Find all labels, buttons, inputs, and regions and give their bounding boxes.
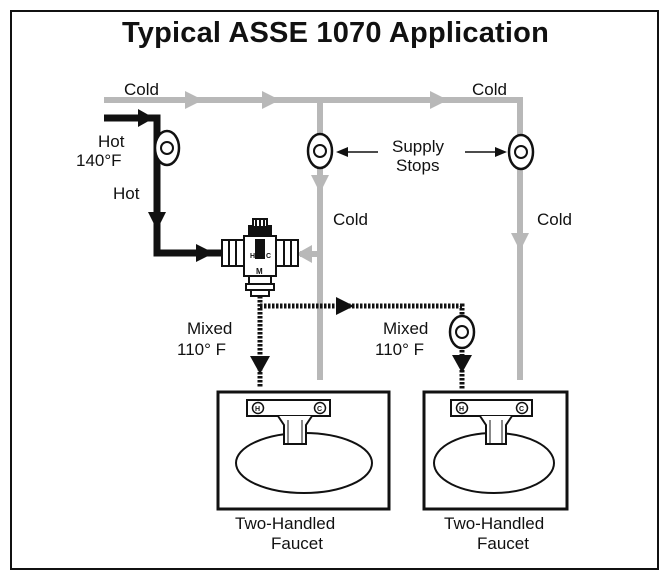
label-cold-middle: Cold	[333, 210, 368, 229]
label-hot-in-2: 140°F	[76, 151, 122, 170]
mixed-across	[260, 303, 465, 318]
label-mixed-right-2: 110° F	[375, 340, 424, 359]
valve-icon-supply-stop-right	[507, 133, 535, 171]
valve-icon-hot-stop	[153, 129, 181, 167]
label-faucet-right-2: Faucet	[477, 534, 529, 553]
mixed-arrow-down-right	[452, 355, 472, 373]
label-supply-stops-2: Stops	[396, 156, 439, 175]
label-faucet-right-1: Two-Handled	[444, 514, 544, 533]
cold-arrow-1	[185, 91, 203, 109]
label-cold-top-right: Cold	[472, 80, 507, 99]
hot-arrow-in	[138, 109, 154, 127]
valve-port-h: H	[250, 253, 255, 260]
supply-stops-pointers	[336, 147, 507, 157]
label-mixed-left-1: Mixed	[187, 319, 232, 338]
sink-left-handle-h: H	[255, 406, 260, 413]
label-hot-riser: Hot	[113, 184, 140, 203]
cold-arrow-2	[262, 91, 280, 109]
sink-right-handle-c: C	[519, 406, 524, 413]
label-cold-right: Cold	[537, 210, 572, 229]
mixed-arrow-right	[336, 297, 354, 315]
sink-right-handle-h: H	[459, 406, 464, 413]
label-faucet-left-1: Two-Handled	[235, 514, 335, 533]
cold-arrow-down-right	[511, 233, 529, 251]
sink-right-icon	[422, 390, 569, 511]
valve-port-c: C	[266, 253, 271, 260]
sink-left-icon	[216, 390, 391, 511]
label-supply-stops-1: Supply	[392, 137, 444, 156]
diagram-title: Typical ASSE 1070 Application	[122, 17, 549, 49]
hot-arrow-right	[196, 244, 214, 262]
hot-arrow-down	[148, 212, 166, 230]
label-faucet-left-2: Faucet	[271, 534, 323, 553]
hot-flow-arrows	[138, 109, 214, 262]
mixing-valve-icon	[221, 218, 299, 297]
valve-icon-supply-stop-middle	[306, 132, 334, 170]
label-mixed-right-1: Mixed	[383, 319, 428, 338]
mixing-valve-port-labels: H C M	[250, 253, 271, 276]
cold-arrow-down-middle	[311, 175, 329, 193]
label-mixed-left-2: 110° F	[177, 340, 226, 359]
hot-water-pipe	[104, 114, 222, 257]
diagram-labels: Cold Cold Hot 140°F Hot Supply Stops Col…	[76, 80, 572, 553]
label-hot-in-1: Hot	[98, 132, 125, 151]
label-cold-top-left: Cold	[124, 80, 159, 99]
mixed-arrow-down-left	[250, 356, 270, 374]
cold-main-line	[104, 97, 523, 380]
mixed-flow-arrows	[250, 297, 472, 374]
plumbing-diagram: H C M H C H C Cold Cold Hot 140°F Hot Su…	[76, 80, 572, 553]
cold-flow-arrows	[185, 91, 529, 263]
cold-arrow-3	[430, 91, 448, 109]
cold-arrow-into-valve	[296, 245, 312, 263]
sink-left-handle-c: C	[317, 406, 322, 413]
valve-icon-mixed-stop	[448, 314, 476, 350]
valve-port-m: M	[256, 267, 263, 276]
mixed-water-pipes	[257, 296, 465, 390]
